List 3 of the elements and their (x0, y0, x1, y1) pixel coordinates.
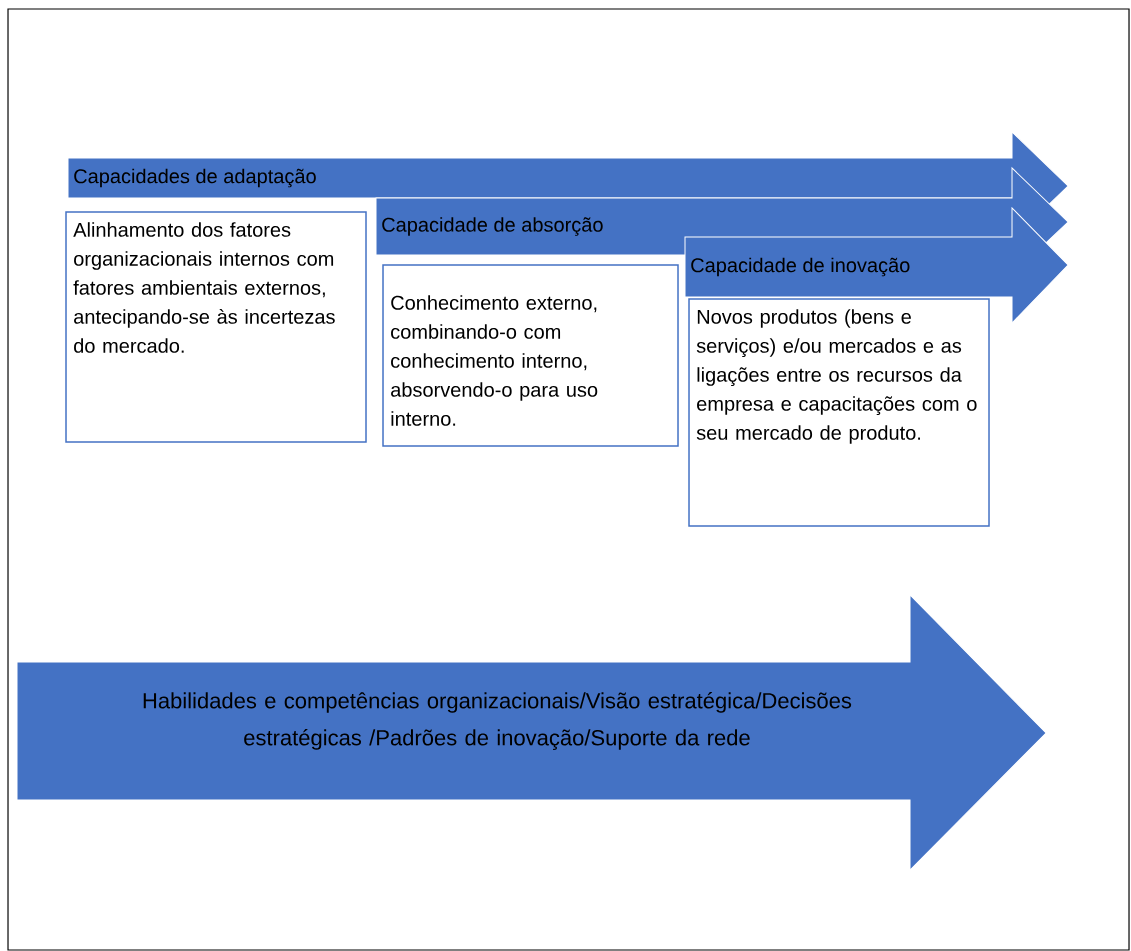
text-box: Novos produtos (bens e serviços) e/ou mercados e as ligações entre os recursos da empresa e capacitações com o seu mercado de produto. (688, 298, 990, 527)
text-box: Alinhamento dos fatores organizacionais internos com fatores ambientais externos, antecipando-se às incertezas do mercado. (65, 211, 367, 443)
text-box: Conhecimento externo, combinando-o com conhecimento interno, absorvendo-o para uso interno. (382, 264, 679, 447)
